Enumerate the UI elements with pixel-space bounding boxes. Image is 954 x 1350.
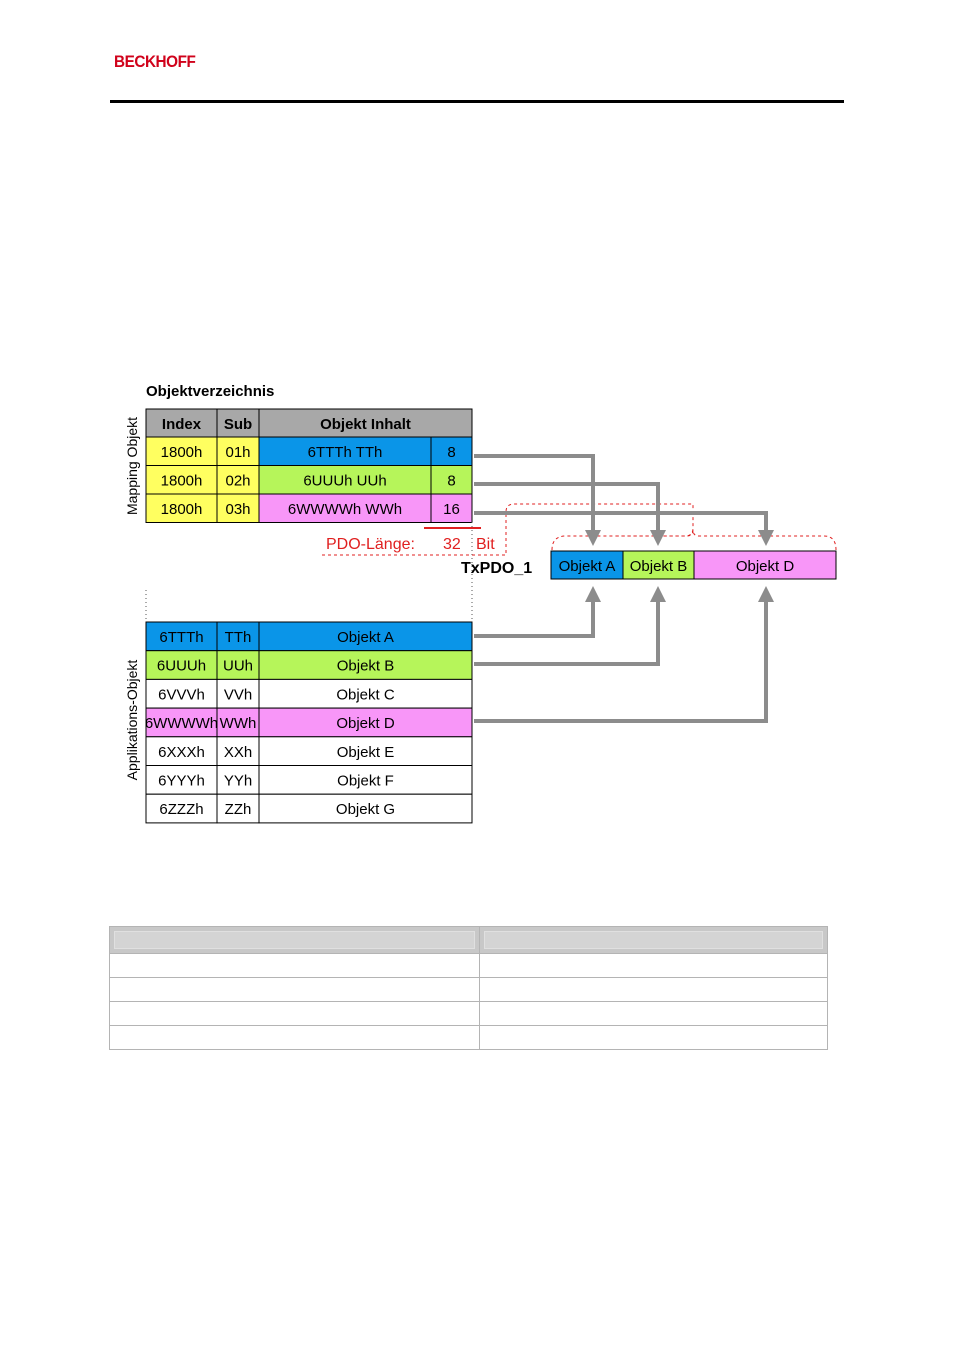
empty-header-cell	[479, 926, 828, 954]
arrow-map-d	[474, 511, 774, 546]
pdo-object-cell	[622, 550, 695, 580]
diagram-title: Objektverzeichnis	[146, 383, 274, 400]
app-label-cell	[258, 678, 473, 709]
empty-header-cell	[109, 926, 480, 954]
app-label: Objekt F	[337, 773, 394, 790]
mapping-bits: 8	[447, 473, 455, 490]
app-sub-cell	[216, 678, 260, 709]
mapping-table: Index Sub Objekt Inhalt 1800h 01h 6TTTh TTh 8 1…	[145, 408, 473, 523]
pdo-object-label: Objekt D	[736, 558, 795, 575]
header-rule	[110, 100, 844, 103]
pdo-mapping-diagram: Objektverzeichnis Mapping Objekt Applika…	[124, 383, 837, 824]
empty-table-header	[109, 926, 828, 954]
pdo-name: TxPDO_1	[461, 560, 532, 577]
app-label: Objekt C	[336, 686, 395, 703]
pdo-object-cell	[693, 550, 837, 580]
app-index-cell	[145, 650, 218, 680]
app-sub: ZZh	[225, 801, 252, 818]
app-sub-cell	[216, 621, 260, 652]
app-label-cell	[258, 765, 473, 795]
table-row	[109, 953, 828, 978]
app-index: 6UUUh	[157, 658, 206, 675]
app-index: 6WWWWh	[145, 715, 218, 732]
app-sub-cell	[216, 765, 260, 795]
app-index: 6YYYh	[158, 773, 205, 790]
arrow-map-a	[474, 454, 601, 546]
mapping-content: 6TTTh TTh	[308, 444, 383, 461]
app-sub: VVh	[224, 686, 252, 703]
app-index: 6TTTh	[159, 629, 203, 646]
app-label: Objekt G	[336, 801, 395, 818]
mapping-arrows	[474, 454, 774, 546]
arrow-app-b	[474, 586, 666, 666]
header-sub: Sub	[224, 416, 252, 433]
table-row	[109, 1025, 828, 1050]
application-arrows	[474, 586, 774, 723]
mapping-content: 6WWWWh WWh	[288, 501, 402, 518]
header-index: Index	[162, 416, 202, 433]
empty-table	[109, 926, 828, 1050]
app-index: 6ZZZh	[159, 801, 203, 818]
arrow-app-d	[474, 586, 774, 723]
mapping-content: 6UUUh UUh	[303, 473, 386, 490]
mapping-bits-cell	[430, 436, 473, 466]
app-label-cell	[258, 621, 473, 652]
pdo-length-label: PDO-Länge:	[326, 536, 415, 553]
beckhoff-logo: BECKHOFF	[114, 52, 196, 71]
mapping-content-cell	[258, 436, 432, 466]
mapping-index-cell	[145, 493, 218, 523]
mapping-content-cell	[258, 493, 432, 523]
app-label-cell	[258, 707, 473, 738]
header-content-cell	[258, 408, 473, 438]
table-row	[109, 977, 828, 1002]
arrow-map-b	[474, 482, 666, 546]
app-label: Objekt B	[337, 658, 395, 675]
app-sub: TTh	[225, 629, 252, 646]
mapping-index-cell	[145, 436, 218, 466]
app-sub: XXh	[224, 744, 252, 761]
pdo-object-label: Objekt B	[630, 558, 688, 575]
application-table: 6TTTh TTh Objekt A 6UUUh UUh Objekt B 6VVVh VVh…	[145, 621, 473, 824]
app-label: Objekt E	[337, 744, 395, 761]
app-label: Objekt D	[336, 715, 395, 732]
app-index: 6XXXh	[158, 744, 205, 761]
table-row	[109, 1001, 828, 1026]
mapping-bits: 16	[443, 501, 460, 518]
app-index-cell	[145, 707, 218, 738]
pdo-object-block: Objekt A Objekt B Objekt D	[550, 550, 837, 580]
app-index-cell	[145, 793, 218, 824]
mapping-index: 1800h	[161, 444, 203, 461]
mapping-sub: 03h	[225, 501, 250, 518]
app-index-cell	[145, 621, 218, 652]
mapping-sub: 02h	[225, 473, 250, 490]
pdo-object-label: Objekt A	[559, 558, 616, 575]
mapping-bits: 8	[447, 444, 455, 461]
arrow-app-a	[474, 586, 601, 638]
mapping-bits-cell	[430, 493, 473, 523]
mapping-sub: 01h	[225, 444, 250, 461]
app-sub: UUh	[223, 658, 253, 675]
header-content: Objekt Inhalt	[320, 416, 411, 433]
app-index: 6VVVh	[158, 686, 205, 703]
pdo-length-value: 32	[443, 536, 461, 553]
mapping-index: 1800h	[161, 473, 203, 490]
app-sub: YYh	[224, 773, 252, 790]
pdo-length-unit: Bit	[476, 536, 495, 553]
side-label-application: Applikations-Objekt	[124, 660, 140, 781]
mapping-index: 1800h	[161, 501, 203, 518]
app-sub: WWh	[220, 715, 257, 732]
pdo-object-cell	[550, 550, 624, 580]
side-label-mapping: Mapping Objekt	[124, 417, 140, 515]
mapping-bits-cell	[430, 465, 473, 495]
app-label: Objekt A	[337, 629, 394, 646]
app-label-cell	[258, 793, 473, 824]
